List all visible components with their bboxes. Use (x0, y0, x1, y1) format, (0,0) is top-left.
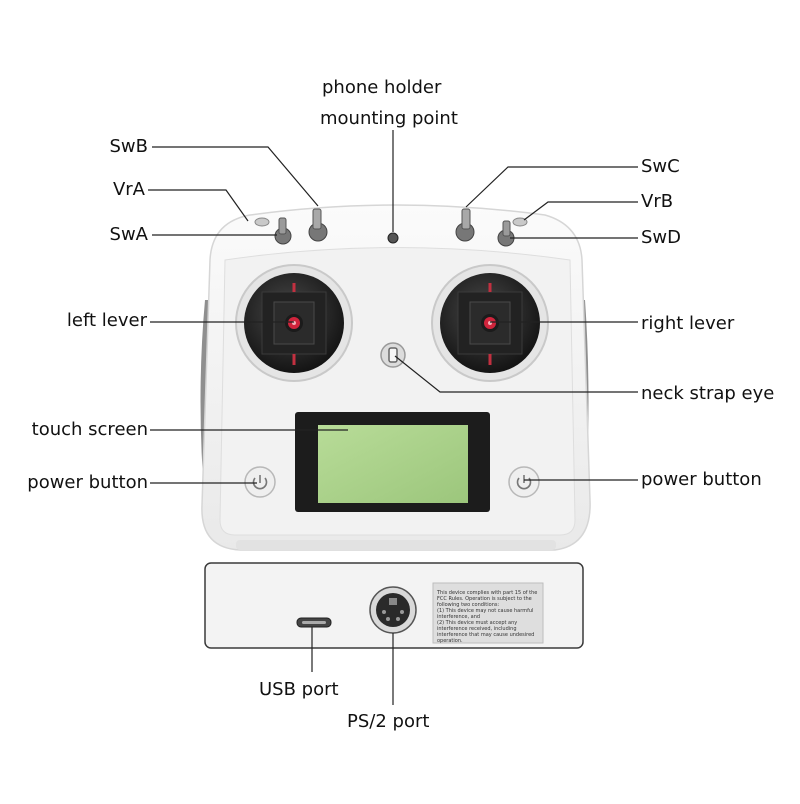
fcc-line: interference received, including (437, 626, 517, 632)
label-power-button-right: power button (641, 469, 762, 490)
fcc-line: This device complies with part 15 of the (436, 590, 537, 596)
label-power-button-left: power button (27, 472, 148, 493)
leader-lines (148, 130, 638, 705)
power-button-right[interactable] (508, 466, 540, 498)
fcc-sticker: This device complies with part 15 of the… (432, 582, 544, 644)
toggle-switch-swc[interactable] (455, 208, 475, 242)
toggle-switch-swb[interactable] (308, 208, 328, 242)
knob-vrb[interactable] (512, 217, 528, 227)
fcc-line: interference that may cause undesired (437, 632, 534, 638)
label-left-lever: left lever (66, 310, 147, 331)
label-usb-port: USB port (259, 679, 339, 700)
power-button-left[interactable] (244, 466, 276, 498)
fcc-line: FCC Rules. Operation is subject to the (437, 596, 532, 602)
fcc-line: interference, and (437, 614, 480, 620)
label-phone-holder-line2: mounting point (320, 108, 458, 129)
label-neck-strap-eye: neck strap eye (641, 383, 775, 404)
left-stick-gimbal[interactable] (235, 264, 353, 382)
label-swc: SwC (641, 156, 680, 177)
label-swd: SwD (641, 227, 682, 248)
label-vra: VrA (112, 179, 145, 200)
label-phone-holder-line1: phone holder (322, 77, 442, 98)
fcc-line: (1) This device may not cause harmful (437, 608, 533, 614)
fcc-line: operation. (437, 638, 463, 644)
label-swb: SwB (109, 136, 149, 157)
phone-holder-mount (387, 232, 399, 244)
toggle-switch-swa[interactable] (274, 217, 292, 245)
ps2-port[interactable] (369, 586, 417, 634)
touch-screen[interactable] (295, 412, 490, 512)
svg-text:This device complies with part: This device complies with part 15 of the… (436, 590, 537, 644)
knob-vra[interactable] (254, 217, 270, 227)
label-right-lever: right lever (641, 313, 735, 334)
usb-port[interactable] (296, 617, 332, 628)
label-vrb: VrB (641, 191, 674, 212)
label-swa: SwA (109, 224, 148, 245)
right-stick-gimbal[interactable] (431, 264, 549, 382)
neck-strap-eye (380, 342, 406, 368)
fcc-line: following two conditions: (437, 602, 499, 608)
label-ps2-port: PS/2 port (347, 711, 430, 732)
label-touch-screen: touch screen (31, 419, 148, 440)
fcc-line: (2) This device must accept any (437, 620, 517, 626)
